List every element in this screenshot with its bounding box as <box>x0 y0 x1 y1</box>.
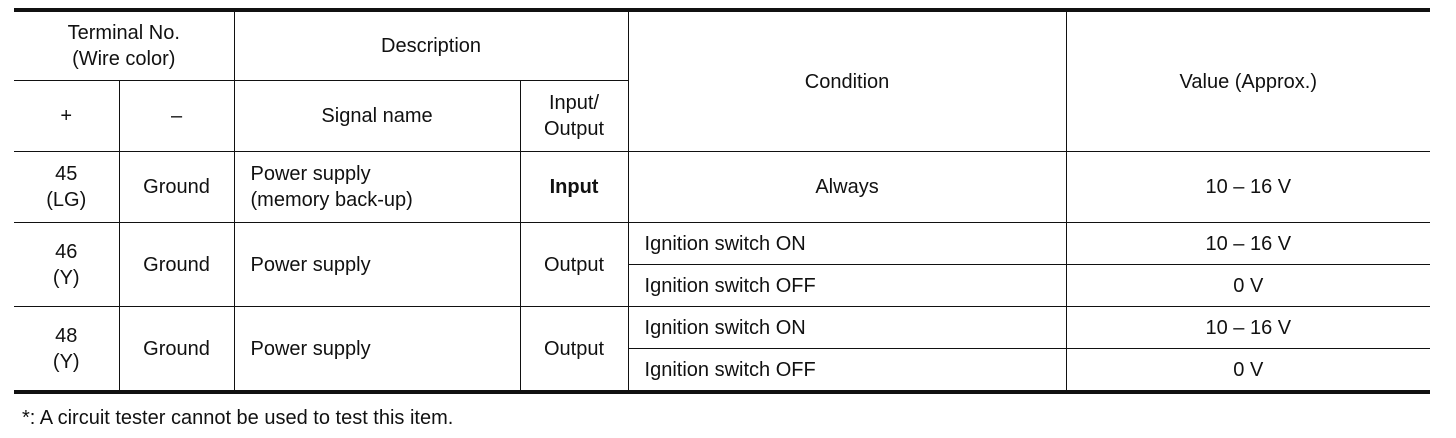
io-cell: Output <box>519 306 629 394</box>
io-header-line1: Input/ <box>549 92 600 114</box>
io-header-line2: Output <box>544 118 605 140</box>
condition-cell: Always <box>627 151 1067 223</box>
value-cell: 10 – 16 V <box>1065 306 1431 349</box>
terminal-number: 45 <box>55 163 78 185</box>
terminal-number: 48 <box>55 324 78 347</box>
condition-cell: Ignition switch OFF <box>627 348 1067 394</box>
plus-header: + <box>14 80 120 152</box>
condition-cell: Ignition switch ON <box>627 306 1067 349</box>
terminal-cell: 45 (LG) <box>14 151 120 223</box>
minus-cell: Ground <box>118 222 235 307</box>
condition-header: Condition <box>627 8 1067 152</box>
signal-name-line1: Power supply <box>250 163 371 185</box>
value-cell: 10 – 16 V <box>1065 151 1431 223</box>
description-header: Description <box>233 8 629 81</box>
minus-header: – <box>118 80 235 152</box>
value-cell: 0 V <box>1065 348 1431 394</box>
table-subrow: Ignition switch OFF 0 V <box>14 348 1431 394</box>
signal-name-cell: Power supply <box>233 306 521 394</box>
wire-color: (Y) <box>52 266 80 289</box>
terminal-table: Terminal No. (Wire color) Description Co… <box>14 8 1431 394</box>
wire-color: (Y) <box>52 350 80 373</box>
signal-name-cell: Power supply <box>233 222 521 307</box>
io-cell: Output <box>519 222 629 307</box>
signal-name-header: Signal name <box>233 80 521 152</box>
value-cell: 10 – 16 V <box>1065 222 1431 265</box>
wire-color-label: (Wire color) <box>72 48 176 70</box>
table-row: 48 (Y) Ground Power supply Output Igniti… <box>14 306 1431 394</box>
header-row-1: Terminal No. (Wire color) Description Co… <box>14 8 1431 152</box>
wire-color: (LG) <box>46 189 87 211</box>
signal-name-line2: (memory back-up) <box>250 189 413 211</box>
signal-name-cell: Power supply (memory back-up) <box>233 151 521 223</box>
footnote: *: A circuit tester cannot be used to te… <box>22 407 454 429</box>
condition-cell: Ignition switch ON <box>627 222 1067 265</box>
terminal-cell: 46 (Y) <box>14 222 120 307</box>
table-row: 45 (LG) Ground Power supply (memory back… <box>14 151 1431 223</box>
minus-cell: Ground <box>118 306 235 394</box>
terminal-no-header: Terminal No. (Wire color) <box>14 8 235 81</box>
terminal-cell: 48 (Y) <box>14 306 120 394</box>
io-header: Input/ Output <box>519 80 629 152</box>
condition-cell: Ignition switch OFF <box>627 264 1067 307</box>
terminal-number: 46 <box>55 240 78 263</box>
value-cell: 0 V <box>1065 264 1431 307</box>
table-row: 46 (Y) Ground Power supply Output Igniti… <box>14 222 1431 307</box>
io-cell: Input <box>519 151 629 223</box>
table-subrow: Ignition switch OFF 0 V <box>14 264 1431 307</box>
value-header: Value (Approx.) <box>1065 8 1431 152</box>
minus-cell: Ground <box>118 151 235 223</box>
terminal-no-label: Terminal No. <box>67 22 180 44</box>
